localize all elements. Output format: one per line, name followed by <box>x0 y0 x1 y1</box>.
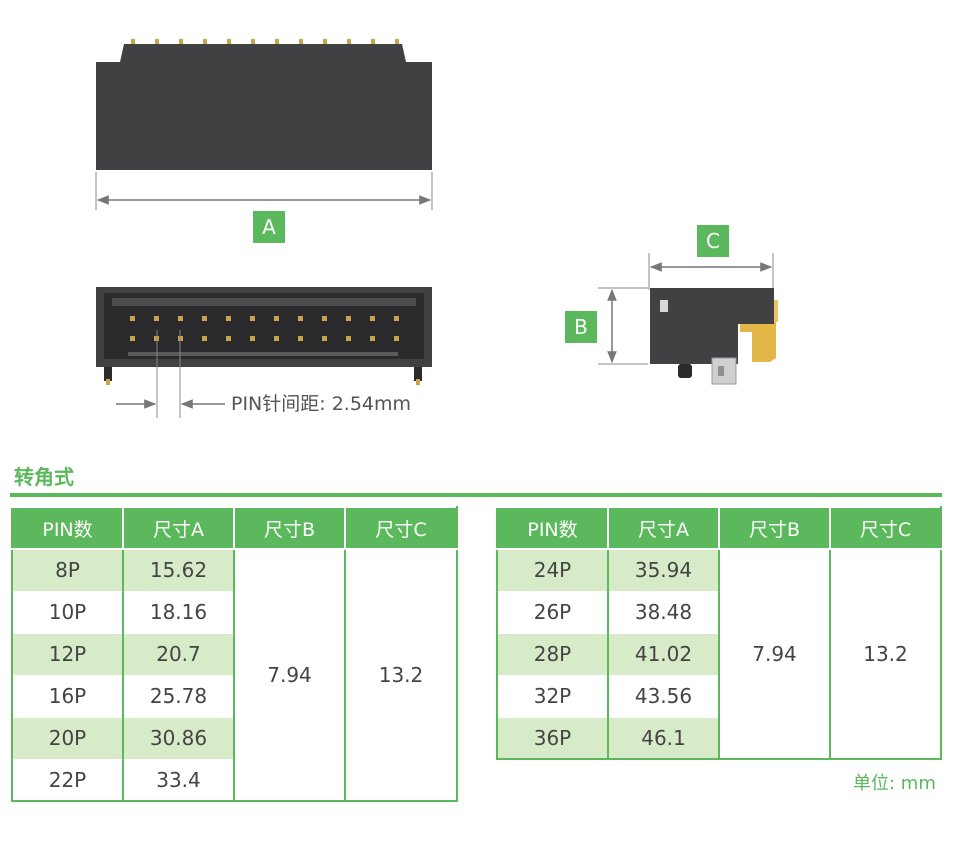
size-c-cell: 13.2 <box>829 549 942 759</box>
table-row: 26P 38.48 <box>496 591 941 634</box>
table-row: 20P 30.86 <box>11 717 457 760</box>
connector-front-view <box>96 287 432 418</box>
pin-tip <box>395 39 399 45</box>
pin-count-cell: 10P <box>11 591 124 634</box>
pin-contact <box>346 316 351 321</box>
size-a-cell: 15.62 <box>122 549 235 592</box>
size-a-cell: 33.4 <box>122 759 235 802</box>
pin-contact <box>274 336 279 341</box>
section-title: 转角式 <box>14 465 74 489</box>
spec-table-right: PIN数 尺寸A 尺寸B 尺寸C 24P 35.94 7.94 13.2 26P… <box>496 506 942 760</box>
size-a-cell: 46.1 <box>607 717 720 760</box>
pin-contact <box>298 336 303 341</box>
header-size-b: 尺寸B <box>718 506 831 550</box>
table-row: 22P 33.4 <box>11 759 457 802</box>
table-row: 28P 41.02 <box>496 633 941 676</box>
pin-tip <box>275 39 279 45</box>
pin-contact <box>370 316 375 321</box>
pin-contact <box>178 316 183 321</box>
table-row: 8P 15.62 7.94 13.2 <box>11 549 458 801</box>
pin-pitch-label: PIN针间距: 2.54mm <box>231 393 412 415</box>
pin-tip <box>203 39 207 45</box>
pin-count-cell: 16P <box>11 675 124 718</box>
connector-side-view <box>598 253 778 385</box>
header-pin-count: PIN数 <box>11 506 124 550</box>
connector-top-view <box>95 39 433 210</box>
pin-count-cell: 22P <box>11 759 124 802</box>
pin-tip <box>179 39 183 45</box>
size-a-cell: 38.48 <box>607 591 720 634</box>
pin-tip <box>227 39 231 45</box>
pin-contact <box>250 316 255 321</box>
pin-contact <box>394 316 399 321</box>
pin-contact <box>298 316 303 321</box>
size-a-cell: 35.94 <box>607 549 720 592</box>
pin-count-cell: 28P <box>496 633 609 676</box>
pin-tip <box>251 39 255 45</box>
pin-contact <box>370 336 375 341</box>
table-row: 24P 35.94 7.94 13.2 <box>496 549 942 759</box>
pin-contact <box>346 336 351 341</box>
unit-note: 单位: mm <box>853 773 936 794</box>
pin-count-cell: 8P <box>11 549 124 592</box>
pin-tip <box>347 39 351 45</box>
size-b-cell: 7.94 <box>718 549 831 759</box>
pin-contact <box>322 316 327 321</box>
size-a-cell: 20.7 <box>122 633 235 676</box>
dimension-c-label: C <box>697 225 729 257</box>
pin-contact <box>250 336 255 341</box>
size-a-cell: 41.02 <box>607 633 720 676</box>
pin-contact <box>226 316 231 321</box>
pin-contact <box>226 336 231 341</box>
section-divider <box>10 493 942 497</box>
pin-count-cell: 32P <box>496 675 609 718</box>
pin-contact <box>154 316 159 321</box>
pin-tip <box>131 39 135 45</box>
table-row: 16P 25.78 <box>11 675 457 718</box>
header-pin-count: PIN数 <box>496 506 609 550</box>
header-size-b: 尺寸B <box>233 506 346 550</box>
table-row: 32P 43.56 <box>496 675 941 718</box>
size-a-cell: 25.78 <box>122 675 235 718</box>
table-row: 36P 46.1 <box>496 717 941 760</box>
spec-table-left: PIN数 尺寸A 尺寸B 尺寸C 8P 15.62 7.94 13.2 10P … <box>11 506 458 802</box>
connector-drawings <box>95 39 778 418</box>
header-size-c: 尺寸C <box>829 506 942 550</box>
dimension-a-label: A <box>253 211 285 243</box>
pin-contact <box>274 316 279 321</box>
size-a-cell: 30.86 <box>122 717 235 760</box>
pin-count-cell: 20P <box>11 717 124 760</box>
table-row: 12P 20.7 <box>11 633 457 676</box>
pin-contact <box>202 316 207 321</box>
table-header-row: PIN数 尺寸A 尺寸B 尺寸C <box>496 506 942 550</box>
size-b-cell: 7.94 <box>233 549 346 801</box>
pin-tip <box>323 39 327 45</box>
header-size-a: 尺寸A <box>122 506 235 550</box>
header-size-a: 尺寸A <box>607 506 720 550</box>
pin-count-cell: 36P <box>496 717 609 760</box>
size-a-cell: 18.16 <box>122 591 235 634</box>
pin-contact <box>130 316 135 321</box>
pin-tip <box>299 39 303 45</box>
table-header-row: PIN数 尺寸A 尺寸B 尺寸C <box>11 506 458 550</box>
pin-contact <box>322 336 327 341</box>
size-a-cell: 43.56 <box>607 675 720 718</box>
pin-tip <box>371 39 375 45</box>
pin-tip <box>155 39 159 45</box>
table-row: 10P 18.16 <box>11 591 457 634</box>
size-c-cell: 13.2 <box>344 549 458 801</box>
pin-contact <box>130 336 135 341</box>
pin-contact <box>202 336 207 341</box>
pin-count-cell: 12P <box>11 633 124 676</box>
pin-contact <box>394 336 399 341</box>
dimension-b-label: B <box>565 311 597 343</box>
header-size-c: 尺寸C <box>344 506 458 550</box>
pin-count-cell: 24P <box>496 549 609 592</box>
pin-count-cell: 26P <box>496 591 609 634</box>
